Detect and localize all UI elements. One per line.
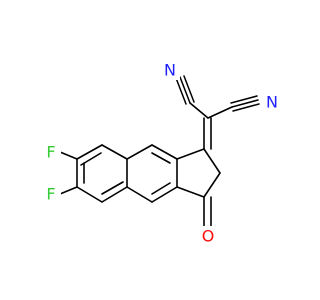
label-backdrop bbox=[198, 226, 218, 246]
label-backdrop bbox=[160, 60, 180, 80]
label-backdrop bbox=[41, 184, 61, 204]
atom-label-fluorine-top: F bbox=[46, 143, 55, 162]
bond bbox=[232, 103, 260, 112]
atom-label-fluorine-bottom: F bbox=[46, 185, 55, 204]
atom-label-oxygen: O bbox=[202, 227, 215, 246]
atom-label-nitrogen-left: N bbox=[164, 61, 176, 80]
structure-canvas: N N F F O bbox=[41, 60, 282, 246]
bond bbox=[151, 152, 171, 164]
bond bbox=[231, 99, 259, 108]
atom-label-nitrogen-right: N bbox=[266, 93, 278, 112]
label-backdrop bbox=[262, 92, 282, 112]
bond bbox=[101, 186, 128, 203]
bond bbox=[126, 186, 153, 203]
bond bbox=[189, 102, 209, 119]
bond bbox=[151, 144, 178, 160]
bond bbox=[59, 186, 78, 195]
bond bbox=[175, 77, 187, 105]
bond bbox=[179, 76, 191, 104]
bond bbox=[183, 75, 195, 103]
bond bbox=[151, 186, 178, 203]
bond bbox=[101, 144, 128, 160]
bond bbox=[126, 144, 153, 160]
bond bbox=[203, 172, 221, 198]
bonds bbox=[59, 75, 260, 227]
atom-labels: N N F F O bbox=[41, 60, 282, 246]
bond bbox=[176, 186, 205, 198]
bond bbox=[151, 182, 171, 195]
bond bbox=[230, 95, 258, 104]
bond bbox=[176, 148, 205, 160]
bond bbox=[76, 186, 103, 203]
molecule-diagram: N N F F O bbox=[41, 60, 282, 246]
label-backdrop bbox=[41, 142, 61, 162]
bond bbox=[76, 144, 103, 160]
bond bbox=[203, 148, 221, 174]
bond bbox=[207, 106, 233, 119]
bond bbox=[59, 151, 78, 160]
bond bbox=[101, 181, 124, 195]
